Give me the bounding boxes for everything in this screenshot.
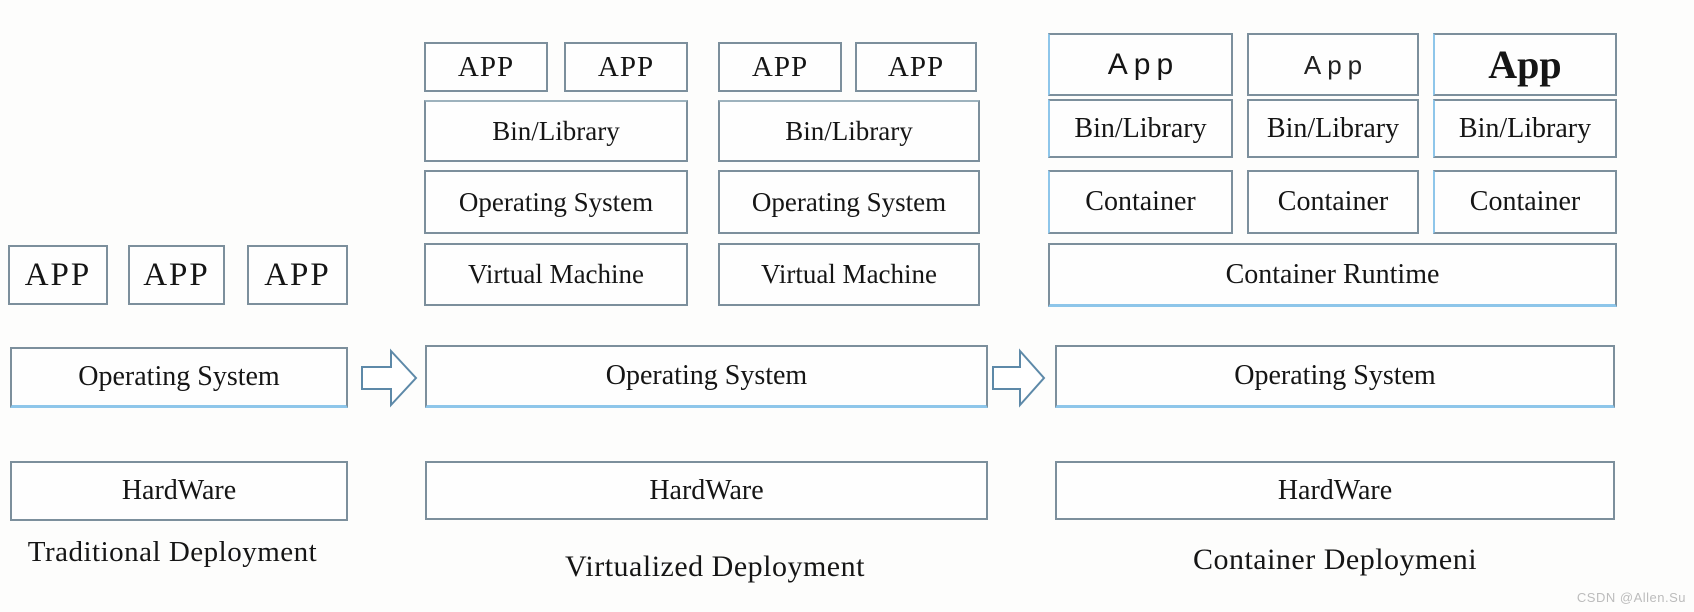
arrow-right-icon	[361, 348, 418, 408]
traditional-app-box-3: APP	[247, 245, 348, 305]
container2-bin-library-box: Bin/Library	[1247, 99, 1419, 158]
arrow-right-icon	[992, 348, 1046, 408]
container2-container-box: Container	[1247, 170, 1419, 234]
virtualized-os-box: Operating System	[425, 345, 988, 408]
vm1-virtual-machine-box: Virtual Machine	[424, 243, 688, 306]
vm1-app-box-1: APP	[424, 42, 548, 92]
container-caption: Container Deploymeni	[1192, 543, 1478, 576]
container1-container-box: Container	[1048, 170, 1233, 234]
vm2-virtual-machine-box: Virtual Machine	[718, 243, 980, 306]
traditional-app-box-1: APP	[8, 245, 108, 305]
container-hardware-box: HardWare	[1055, 461, 1615, 520]
container3-bin-library-box: Bin/Library	[1433, 99, 1617, 158]
container3-container-box: Container	[1433, 170, 1617, 234]
traditional-caption: Traditional Deployment	[27, 536, 318, 568]
traditional-os-box: Operating System	[10, 347, 348, 408]
vm1-app-box-2: APP	[564, 42, 688, 92]
csdn-watermark: CSDN @Allen.Su	[1576, 590, 1686, 605]
container2-app-box: App	[1247, 33, 1419, 96]
container-os-box: Operating System	[1055, 345, 1615, 408]
virtualized-caption: Virtualized Deployment	[565, 550, 865, 583]
traditional-app-box-2: APP	[128, 245, 225, 305]
vm2-app-box-1: APP	[718, 42, 842, 92]
vm2-bin-library-box: Bin/Library	[718, 100, 980, 162]
container-runtime-box: Container Runtime	[1048, 243, 1617, 307]
vm1-bin-library-box: Bin/Library	[424, 100, 688, 162]
vm2-app-box-2: APP	[855, 42, 977, 92]
virtualized-hardware-box: HardWare	[425, 461, 988, 520]
container3-app-box: App	[1433, 33, 1617, 96]
container1-app-box: App	[1048, 33, 1233, 96]
container1-bin-library-box: Bin/Library	[1048, 99, 1233, 158]
vm2-os-box: Operating System	[718, 170, 980, 234]
traditional-hardware-box: HardWare	[10, 461, 348, 521]
vm1-os-box: Operating System	[424, 170, 688, 234]
